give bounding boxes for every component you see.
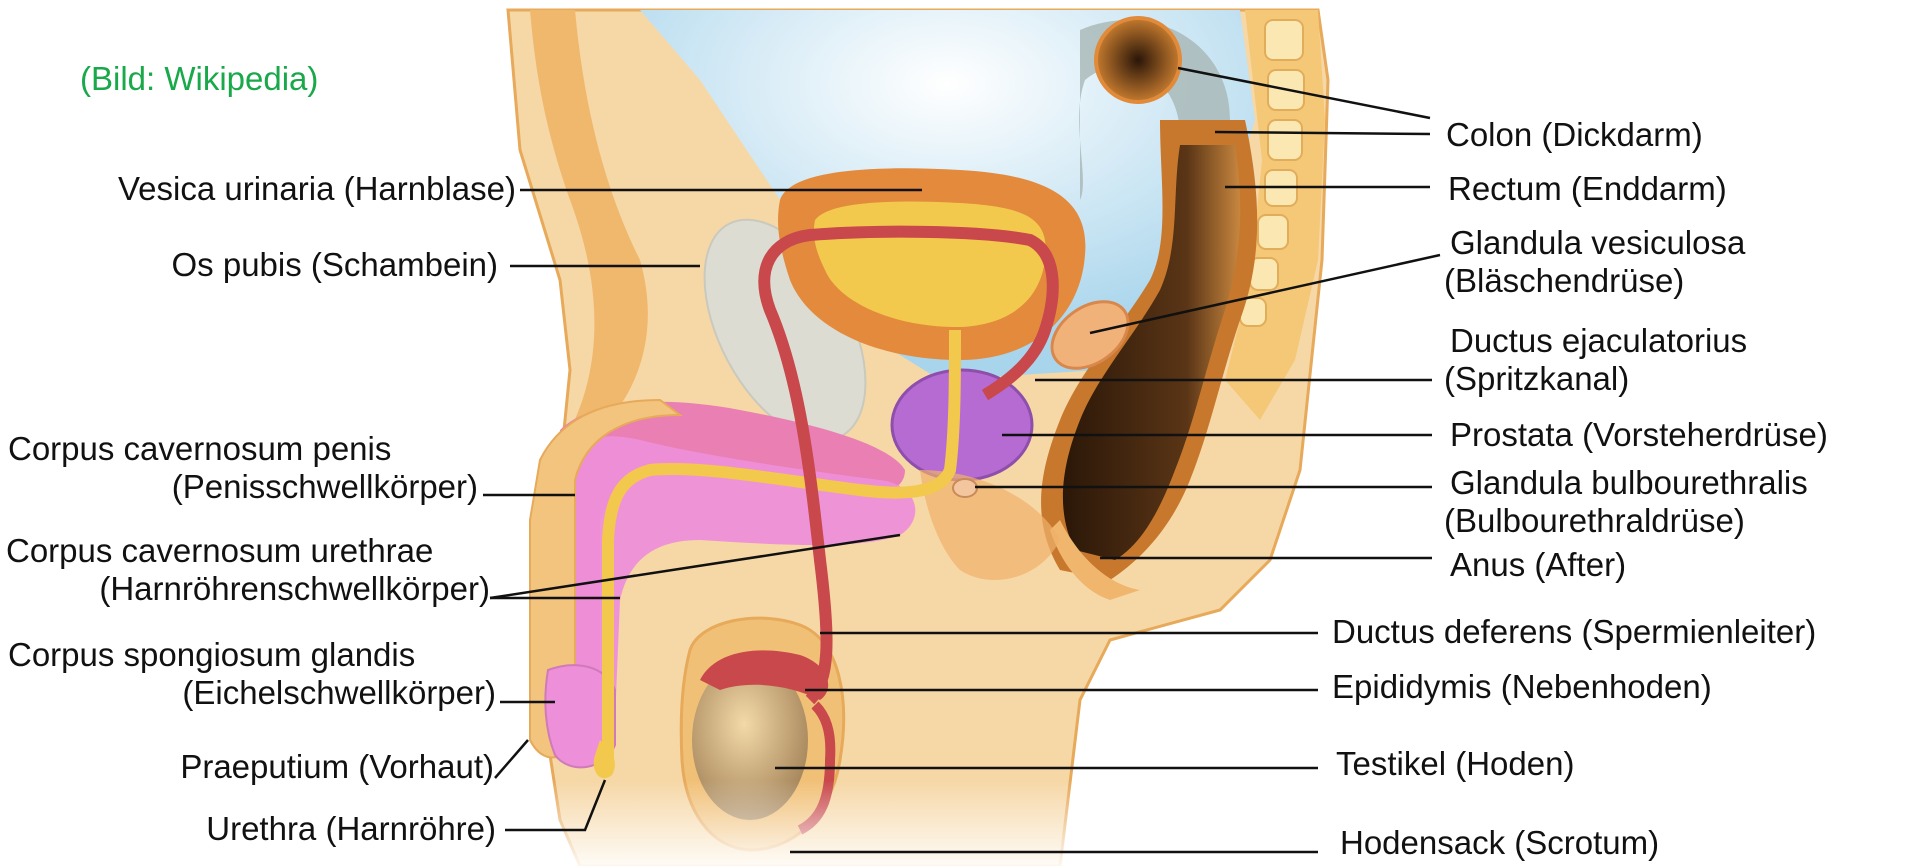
label-vesica-urinaria: Vesica urinaria (Harnblase) (28, 170, 516, 208)
label-prostata: Prostata (Vorsteherdrüse) (1450, 416, 1828, 454)
prostate-gland (892, 370, 1032, 480)
label-corpus-cavernosum-urethrae: Corpus cavernosum urethrae (Harnröhrensc… (6, 532, 490, 608)
label-corpus-cavernosum-penis: Corpus cavernosum penis (Penisschwellkör… (8, 430, 478, 506)
colon-lumen (1096, 18, 1180, 102)
label-epididymis: Epididymis (Nebenhoden) (1332, 668, 1712, 706)
label-colon: Colon (Dickdarm) (1446, 116, 1703, 154)
leader-praeputium (495, 740, 528, 778)
label-rectum: Rectum (Enddarm) (1448, 170, 1727, 208)
label-praeputium: Praeputium (Vorhaut) (28, 748, 494, 786)
label-testikel: Testikel (Hoden) (1336, 745, 1574, 783)
label-ductus-deferens: Ductus deferens (Spermienleiter) (1332, 613, 1816, 651)
label-corpus-spongiosum-glandis: Corpus spongiosum glandis (Eichelschwell… (8, 636, 496, 712)
image-credit: (Bild: Wikipedia) (80, 60, 318, 98)
label-anus: Anus (After) (1450, 546, 1626, 584)
label-glandula-bulbourethralis: Glandula bulbourethralis (Bulbourethrald… (1450, 464, 1808, 540)
label-ductus-ejaculatorius: Ductus ejaculatorius (Spritzkanal) (1450, 322, 1747, 398)
label-hodensack: Hodensack (Scrotum) (1340, 824, 1659, 862)
bulbourethral-gland (953, 479, 977, 497)
label-urethra: Urethra (Harnröhre) (28, 810, 496, 848)
label-glandula-vesiculosa: Glandula vesiculosa (Bläschendrüse) (1450, 224, 1745, 300)
label-os-pubis: Os pubis (Schambein) (28, 246, 498, 284)
